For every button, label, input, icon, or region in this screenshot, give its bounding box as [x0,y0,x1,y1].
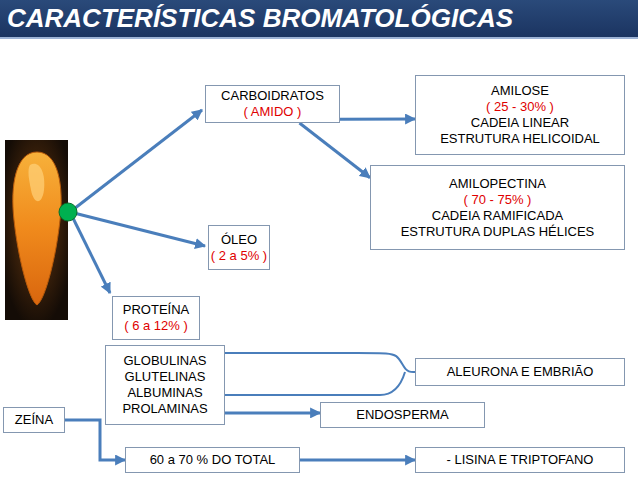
node-text: CADEIA RAMIFICADA [432,208,563,224]
title-underline [0,37,638,39]
corn-kernel-illustration [5,140,68,320]
nutrient-box: ÓLEO( 2 a 5% ) [208,225,270,270]
node-text: ÓLEO [221,232,257,248]
percentage-text: ( AMIDO ) [244,104,302,120]
node-text: ESTRUTURA HELICOIDAL [440,131,600,147]
share-box: 60 a 70 % DO TOTAL [125,447,300,473]
location-box: ALEURONA E EMBRIÃO [415,358,625,386]
node-text: ALEURONA E EMBRIÃO [447,364,594,380]
percentage-text: ( 6 a 12% ) [124,318,188,334]
protein-list-box: GLOBULINASGLUTELINASALBUMINASPROLAMINAS [105,345,225,425]
node-text: AMILOPECTINA [449,176,546,192]
node-text: - LISINA E TRIPTOFANO [447,452,594,468]
kernel-arrow [70,212,110,293]
node-text: ZEÍNA [15,412,53,428]
connector-arrow [300,123,371,178]
protein-name-box: ZEÍNA [3,407,65,433]
percentage-text: ( 25 - 30% ) [486,99,554,115]
node-text: ESTRUTURA DUPLAS HÉLICES [401,224,595,240]
node-text: ENDOSPERMA [356,407,448,423]
germ-dot [59,203,77,221]
starch-fraction-box: AMILOSE( 25 - 30% )CADEIA LINEARESTRUTUR… [415,75,625,155]
node-text: CADEIA LINEAR [471,115,569,131]
title-bar [0,0,638,37]
connector-arrow [340,118,415,121]
kernel-arrow [70,110,202,212]
percentage-text: ( 70 - 75% ) [464,192,532,208]
kernel-arrow [70,212,205,246]
node-text: GLOBULINAS [123,353,206,369]
location-box: ENDOSPERMA [320,402,485,428]
connector-arrow [65,420,125,460]
starch-fraction-box: AMILOPECTINA( 70 - 75% )CADEIA RAMIFICAD… [370,165,625,250]
node-text: CARBOIDRATOS [221,88,324,104]
nutrient-box: PROTEÍNA( 6 a 12% ) [112,296,200,340]
node-text: PROTEÍNA [123,302,189,318]
title-text: CARACTERÍSTICAS BROMATOLÓGICAS [7,3,513,33]
connector-arrow [225,353,415,372]
node-text: GLUTELINAS [125,369,206,385]
bracket-arm [225,372,405,395]
node-text: ALBUMINAS [127,385,202,401]
nutrient-box: CARBOIDRATOS( AMIDO ) [205,85,340,123]
connector-arrow [225,411,320,414]
node-text: PROLAMINAS [122,401,207,417]
node-text: AMILOSE [491,83,549,99]
percentage-text: ( 2 a 5% ) [211,248,267,264]
note-box: - LISINA E TRIPTOFANO [415,447,625,473]
connector-arrow [300,459,415,462]
node-text: 60 a 70 % DO TOTAL [150,452,276,468]
